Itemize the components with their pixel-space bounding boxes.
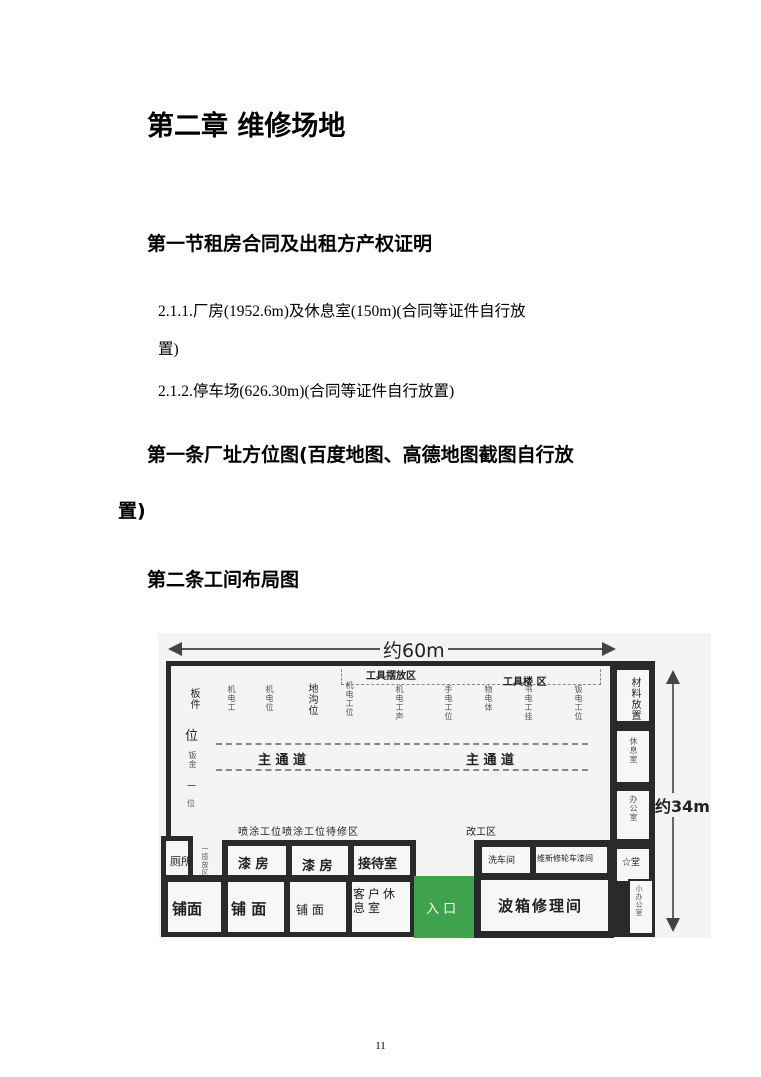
- left-label: 钣金: [188, 751, 197, 769]
- corridor-label: 主 通 道: [258, 753, 307, 768]
- label-small-office: 小办公室: [635, 885, 643, 917]
- label-toilet: 厕所: [170, 855, 192, 868]
- station: 机电位: [265, 685, 274, 712]
- shop-1: [167, 881, 222, 933]
- room-guest: [351, 881, 411, 933]
- label-reception: 接待室: [358, 857, 398, 872]
- room-office: [615, 789, 651, 841]
- arrow-right-icon: [602, 642, 616, 656]
- label-shop: 铺面: [172, 900, 203, 918]
- entrance: [414, 876, 476, 938]
- workshop-floor-plan: 约60m 约34m 材料放置 休息室 办公室 ☆堂 小办公室 工具摆放区 工具楼…: [158, 633, 711, 938]
- station: 手电工位: [444, 685, 453, 721]
- label-tool-area-2: 工具楼 区: [503, 677, 547, 688]
- label-gearbox: 波箱修理间: [498, 897, 584, 915]
- label-spray-area: 喷涂工位喷涂工位待修区: [238, 827, 359, 838]
- label-tool-area: 工具摆放区: [366, 671, 416, 682]
- label-material: 材料放置: [629, 677, 640, 721]
- shop-3: [289, 881, 347, 933]
- label-storage: 一揽放区: [201, 845, 209, 877]
- wall-left: [166, 661, 171, 839]
- tool-area-box: [341, 669, 601, 685]
- room-repair-paint: [535, 846, 608, 874]
- corridor-line-bottom: [216, 769, 588, 771]
- article-1-cont: 置): [118, 500, 146, 522]
- arrow-left-icon: [168, 642, 182, 656]
- room-reception: [353, 845, 411, 879]
- article-1: 第一条厂址方位图(百度地图、高德地图截图自行放: [147, 444, 574, 466]
- room-gearbox: [480, 879, 609, 932]
- label-office: 办公室: [629, 795, 638, 822]
- left-label: 位: [187, 799, 195, 808]
- page-number: 11: [375, 1040, 386, 1052]
- station: 地沟位: [306, 683, 317, 716]
- label-shop: 铺 面: [296, 903, 324, 917]
- chapter-title: 第二章 维修场地: [147, 111, 346, 142]
- station: 机电工: [227, 685, 236, 712]
- label-shop: 铺 面: [231, 900, 267, 918]
- section-title: 第一节租房合同及出租方产权证明: [147, 233, 433, 255]
- label-car-wash: 洗车间: [488, 856, 516, 866]
- station: 钣电工位: [574, 685, 583, 721]
- label-guest-room: 客户休息室: [353, 887, 399, 915]
- item-2-1-1: 2.1.1.厂房(1952.6m)及休息室(150m)(合同等证件自行放: [158, 303, 526, 320]
- label-repair-paint: 维新修轮车漆间: [537, 854, 593, 863]
- arrow-down-icon: [666, 918, 680, 932]
- arrow-up-icon: [666, 670, 680, 684]
- room-paint-1: [227, 845, 287, 879]
- article-2: 第二条工间布局图: [147, 569, 300, 591]
- label-rest: 休息室: [629, 737, 638, 764]
- label-paint-room: 漆 房: [302, 859, 333, 874]
- room-car-wash: [481, 846, 531, 874]
- label-work-area: 改工区: [466, 827, 496, 838]
- station: 机电工位: [345, 681, 354, 717]
- room-material: [615, 668, 651, 723]
- room-small-office: [628, 879, 654, 935]
- station: 书电工挂: [524, 685, 533, 721]
- left-label: 一: [187, 782, 197, 792]
- label-paint-room: 漆 房: [238, 857, 269, 872]
- left-label: 位: [185, 729, 199, 744]
- item-2-1-2: 2.1.2.停车场(626.30m)(合同等证件自行放置): [158, 383, 455, 400]
- item-2-1-1-cont: 置): [158, 341, 179, 358]
- shop-2: [227, 881, 285, 933]
- room-toilet: [161, 836, 193, 880]
- wall-top: [166, 661, 614, 666]
- corridor-line-top: [216, 743, 588, 745]
- label-hall: ☆堂: [622, 858, 641, 868]
- corridor-label: 主 通 道: [466, 753, 515, 768]
- label-entrance: 入 口: [426, 902, 457, 917]
- height-label: 约34m: [655, 793, 710, 817]
- station: 板件: [188, 688, 199, 710]
- station: 机电工声: [395, 685, 404, 721]
- width-label: 约60m: [380, 636, 448, 663]
- room-rest: [615, 729, 651, 784]
- station: 物电体: [484, 685, 493, 712]
